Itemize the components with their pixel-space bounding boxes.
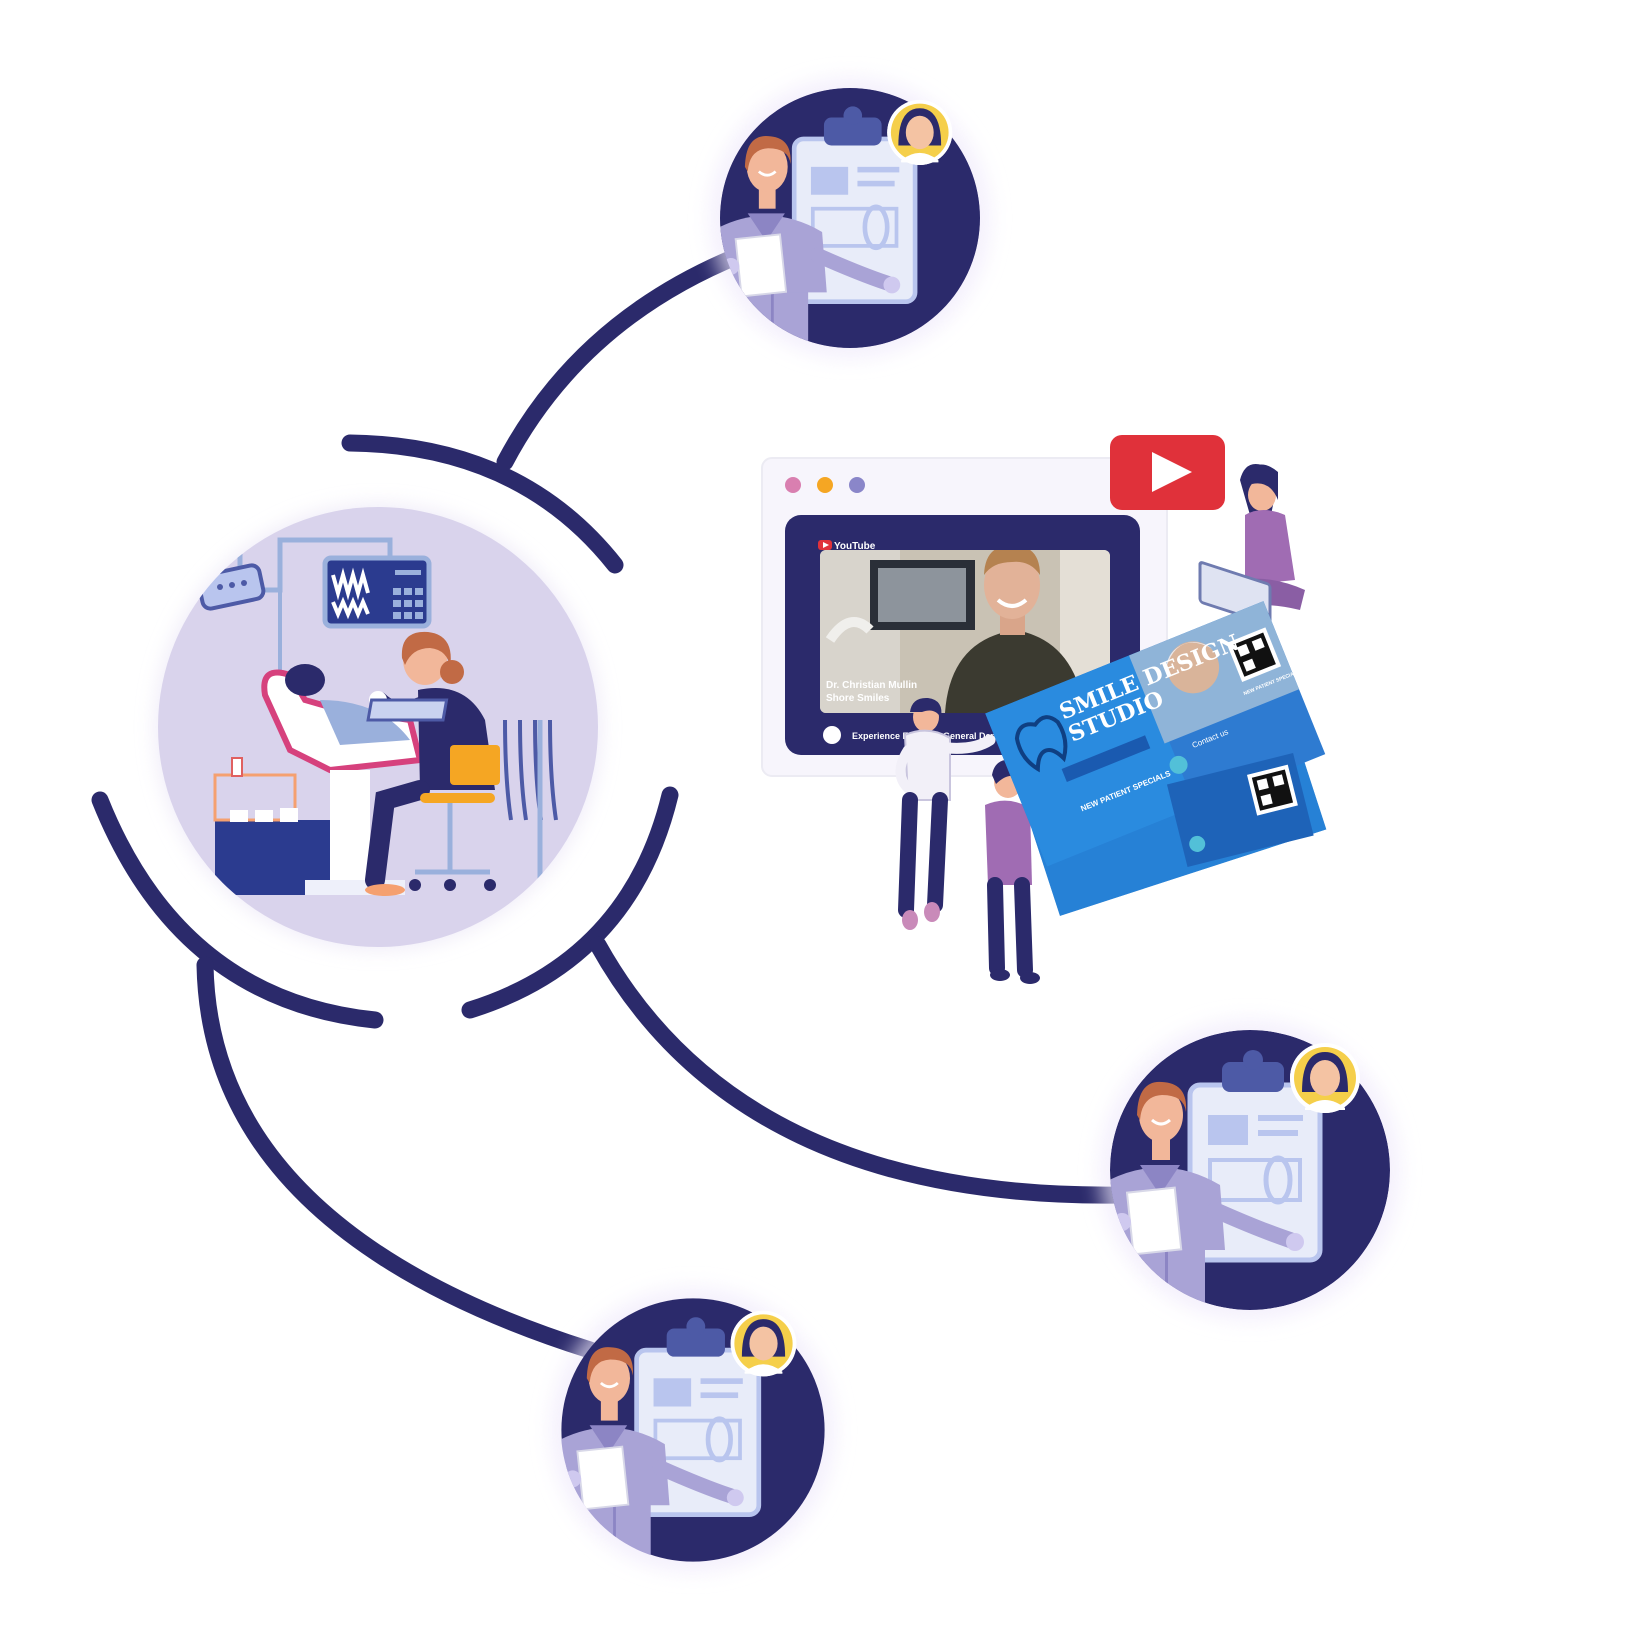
browser-dot-blue bbox=[849, 477, 865, 493]
branch-to-right-nurse bbox=[589, 936, 1129, 1204]
browser-dot-pink bbox=[785, 477, 801, 493]
channel-avatar-icon bbox=[823, 726, 841, 744]
clinic-ring-right-arc bbox=[461, 786, 679, 1019]
video-caption-end: General Dentistry bbox=[943, 731, 1018, 741]
clinic-ring-left-arc bbox=[91, 791, 384, 1029]
branch-to-top-nurse bbox=[496, 246, 749, 471]
dental-clinic-illustration bbox=[156, 505, 600, 949]
nurse-badge-bottom bbox=[551, 1288, 835, 1572]
branch-to-bottom-nurse bbox=[196, 956, 599, 1359]
standing-woman bbox=[895, 697, 996, 930]
play-icon bbox=[1152, 452, 1192, 492]
network-connector-lines bbox=[91, 246, 1129, 1359]
nurse-badge-right bbox=[1100, 1020, 1400, 1320]
video-practice-name: Shore Smiles bbox=[826, 693, 890, 704]
clinic-ring-top-arc bbox=[341, 434, 624, 574]
nurse-badge-top bbox=[710, 78, 990, 358]
video-caption-start: Experience Exc bbox=[852, 731, 919, 741]
youtube-label: YouTube bbox=[834, 541, 876, 552]
marketing-flyers: SMILE DESIGN STUDIO NEW PATIENT SPECIALS… bbox=[985, 601, 1327, 916]
tooth-logo-icon bbox=[1014, 715, 1068, 773]
browser-dot-orange bbox=[817, 477, 833, 493]
xray-monitor-icon bbox=[322, 555, 432, 629]
video-doctor-name: Dr. Christian Mullin bbox=[826, 680, 917, 691]
video-marketing-illustration: YouTube Dr. Christian Mullin Shore Smile… bbox=[761, 435, 1327, 984]
